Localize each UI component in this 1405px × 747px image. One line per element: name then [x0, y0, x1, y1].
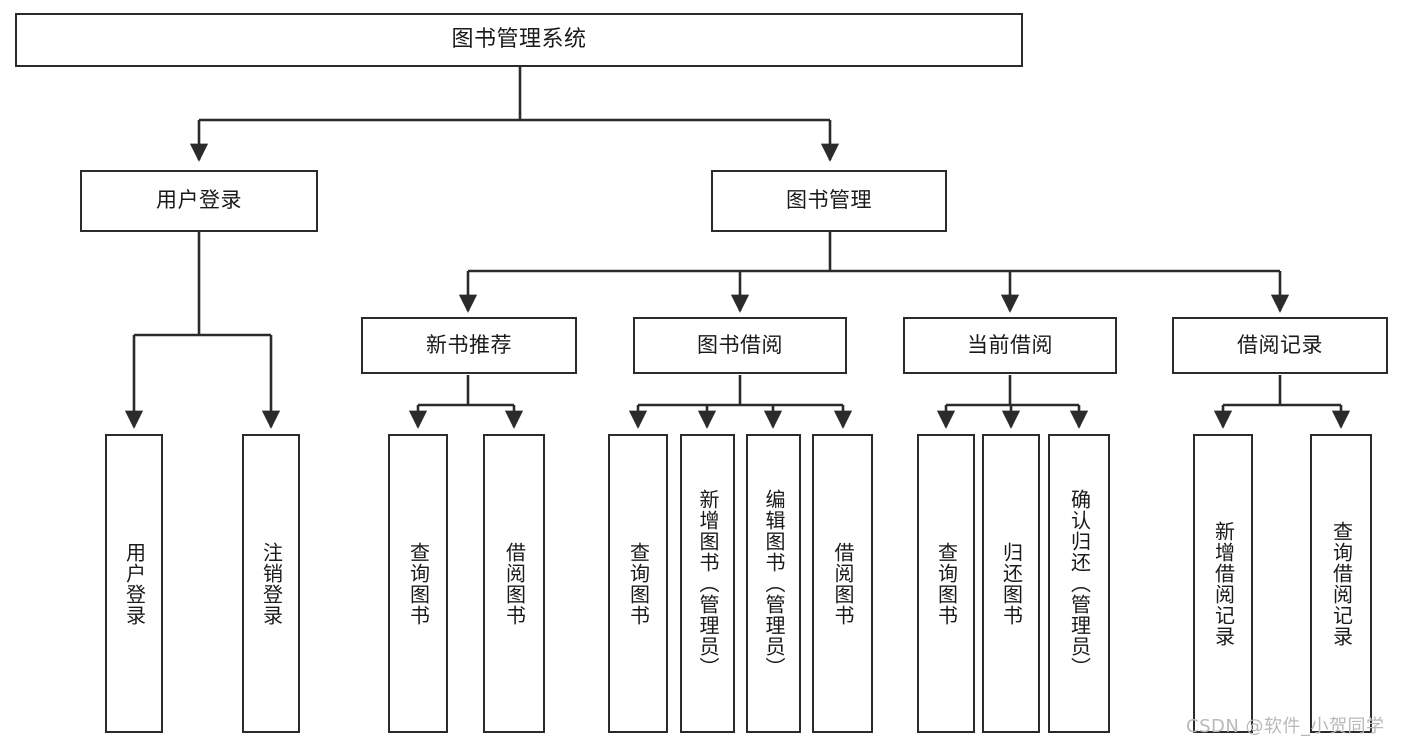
node-label: 用户登录 [156, 188, 242, 213]
node-new-book-recommendation[interactable]: 新书推荐 [361, 317, 577, 374]
leaf-user-login[interactable]: 用户登录 [105, 434, 163, 733]
node-label: 新增图书（管理员） [696, 489, 720, 678]
leaf-add-book-admin[interactable]: 新增图书（管理员） [680, 434, 735, 733]
node-label: 查询借阅记录 [1329, 520, 1354, 647]
node-label: 查询图书 [406, 541, 431, 626]
node-label: 归还图书 [999, 541, 1024, 626]
leaf-query-borrow-record[interactable]: 查询借阅记录 [1310, 434, 1372, 733]
csdn-watermark: CSDN @软件_小贺同学 [1186, 716, 1385, 737]
node-book-borrowing[interactable]: 图书借阅 [633, 317, 847, 374]
leaf-edit-book-admin[interactable]: 编辑图书（管理员） [746, 434, 801, 733]
leaf-add-borrow-record[interactable]: 新增借阅记录 [1193, 434, 1253, 733]
leaf-query-books-recommend[interactable]: 查询图书 [388, 434, 448, 733]
node-label: 借阅记录 [1237, 332, 1323, 357]
node-label: 注销登录 [259, 541, 284, 626]
node-label: 用户登录 [122, 541, 147, 626]
leaf-query-books-current[interactable]: 查询图书 [917, 434, 975, 733]
leaf-return-books[interactable]: 归还图书 [982, 434, 1040, 733]
node-label: 图书管理 [786, 188, 872, 213]
leaf-confirm-return-admin[interactable]: 确认归还（管理员） [1048, 434, 1110, 733]
node-label: 查询图书 [934, 541, 959, 626]
leaf-logout[interactable]: 注销登录 [242, 434, 300, 733]
node-label: 借阅图书 [831, 541, 855, 626]
node-label: 查询图书 [626, 541, 651, 626]
node-label: 确认归还（管理员） [1067, 489, 1092, 678]
leaf-borrow-books-recommend[interactable]: 借阅图书 [483, 434, 545, 733]
node-book-management[interactable]: 图书管理 [711, 170, 947, 232]
node-label: 图书管理系统 [451, 26, 587, 52]
node-label: 图书借阅 [697, 332, 783, 357]
node-borrowing-record[interactable]: 借阅记录 [1172, 317, 1388, 374]
node-label: 当前借阅 [967, 332, 1053, 357]
node-user-login[interactable]: 用户登录 [80, 170, 318, 232]
node-label: 借阅图书 [502, 541, 527, 626]
node-label: 新书推荐 [426, 332, 512, 357]
node-current-borrowing[interactable]: 当前借阅 [903, 317, 1117, 374]
leaf-borrow-books[interactable]: 借阅图书 [812, 434, 873, 733]
leaf-query-books-borrow[interactable]: 查询图书 [608, 434, 668, 733]
node-label: 编辑图书（管理员） [762, 489, 786, 678]
node-label: 新增借阅记录 [1211, 520, 1236, 647]
node-root-book-management-system[interactable]: 图书管理系统 [15, 13, 1023, 67]
